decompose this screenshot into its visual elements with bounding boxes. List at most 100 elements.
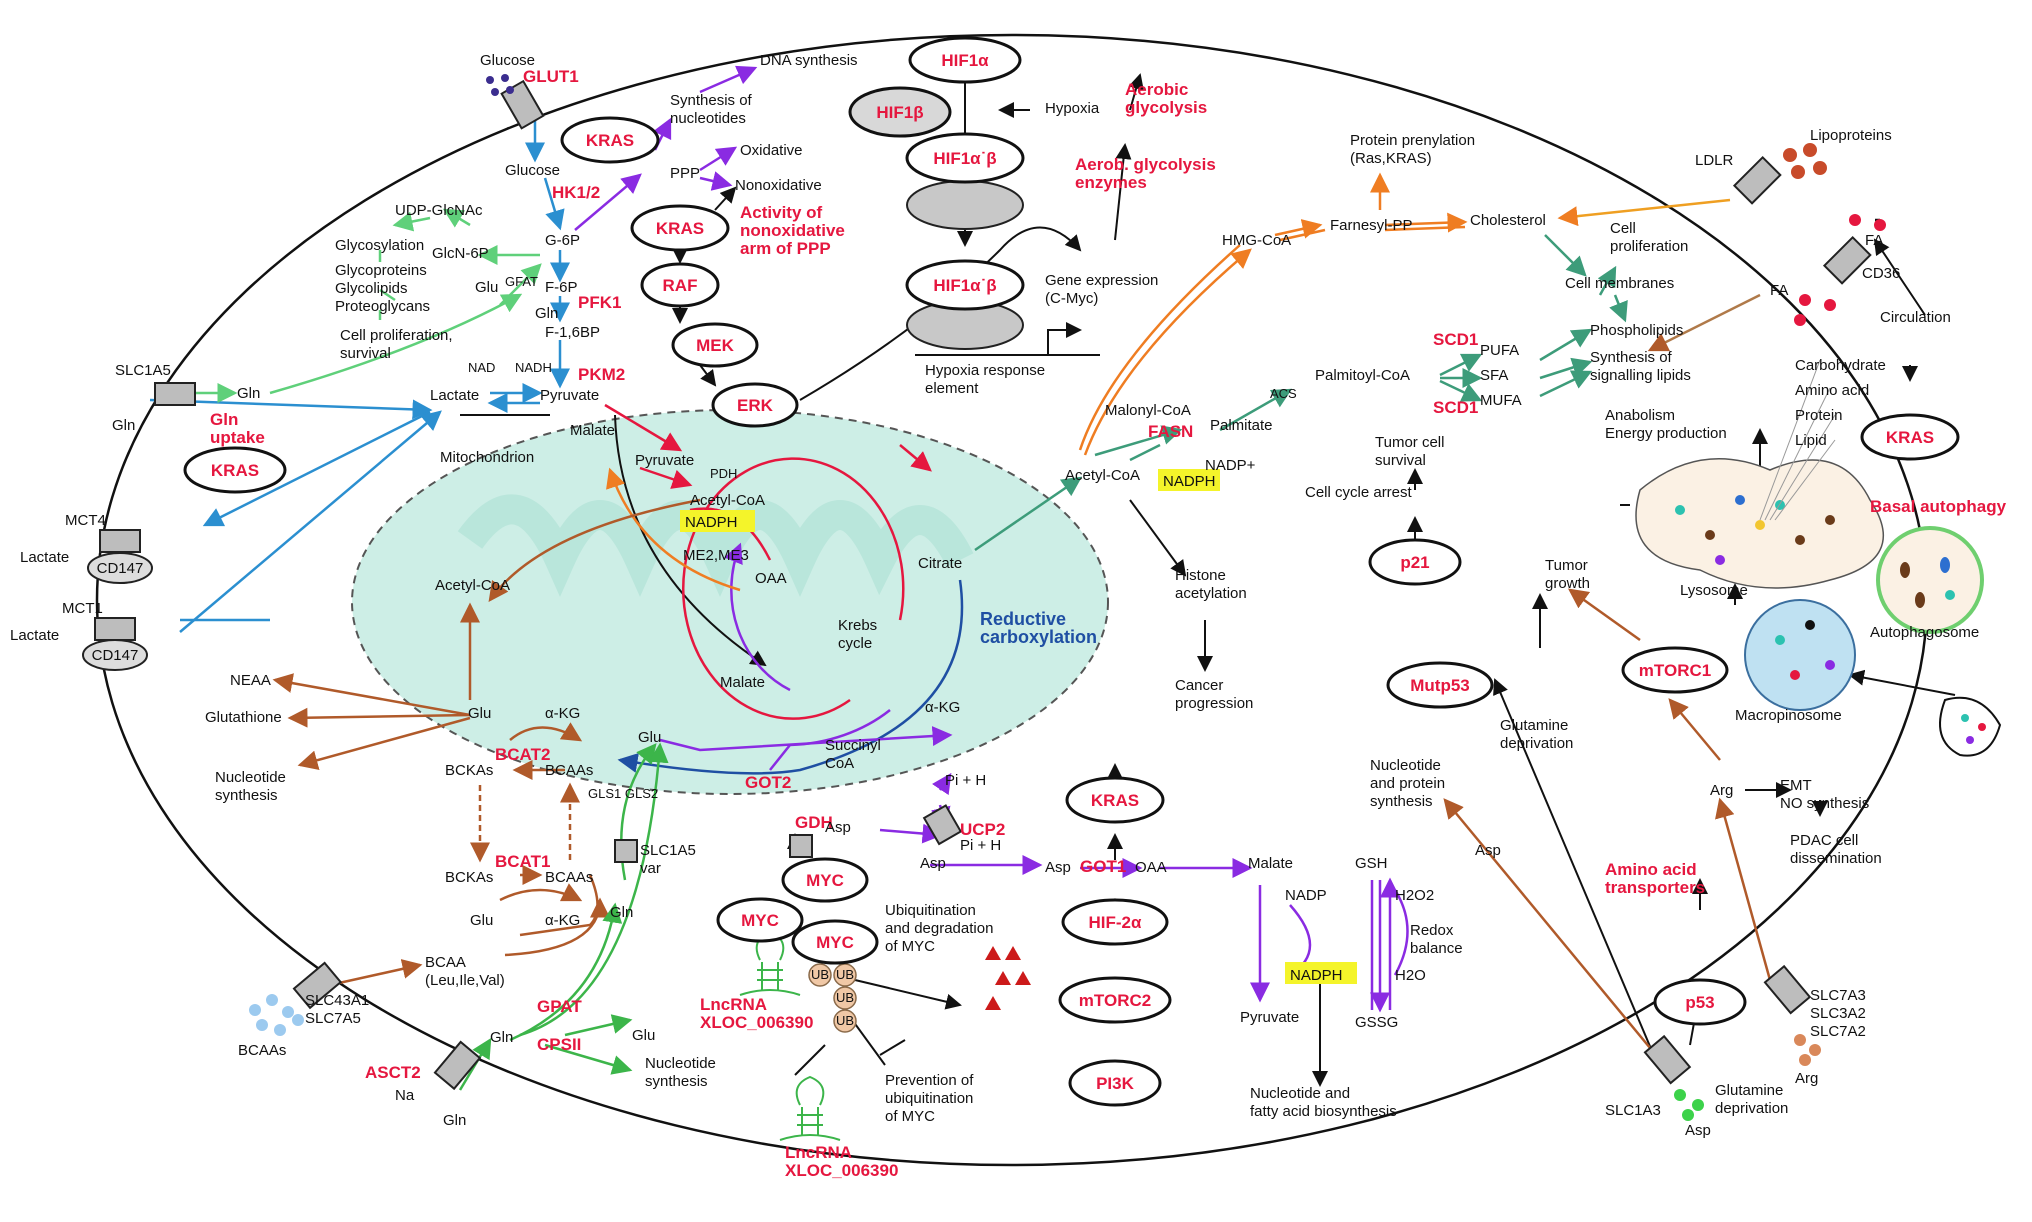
nadph-highlight-fasn	[1158, 469, 1220, 491]
gln-out1-label: Gln	[112, 417, 135, 434]
acetyl-coa-mito-label: Acetyl-CoA	[690, 492, 765, 509]
hif1a-label: HIF1α	[941, 51, 989, 70]
protein-prenylation-label: Protein prenylation(Ras,KRAS)	[1350, 132, 1475, 167]
glu-low-label: Glu	[470, 912, 493, 929]
lactate-out2-label: Lactate	[10, 627, 59, 644]
pufa-label: PUFA	[1480, 342, 1519, 359]
hif1a-node	[908, 36, 1022, 84]
lysosome-pointer-lines	[1759, 359, 1836, 521]
glu-gfat-label: Glu	[475, 279, 498, 296]
amino-acid-label: Amino acid	[1795, 382, 1869, 399]
pyruvate-mito-label: Pyruvate	[635, 452, 694, 469]
p53-node	[1653, 978, 1747, 1026]
bcat2-label: BCAT2	[495, 745, 550, 764]
palmitate-label: Palmitate	[1210, 417, 1273, 434]
myc3-node	[791, 919, 879, 965]
arg-particles	[1794, 1034, 1821, 1066]
asct2-transporter	[433, 1040, 482, 1091]
gene-expression-label: Gene expression(C-Myc)	[1045, 272, 1158, 307]
mek-label: MEK	[696, 336, 735, 355]
bckas2-label: BCKAs	[445, 869, 493, 886]
nadph-highlight-cyto	[1285, 962, 1357, 984]
hif1ab-1-label: HIF1α˙β	[933, 149, 996, 168]
pi3k-node	[1068, 1059, 1162, 1107]
glutathione-label: Glutathione	[205, 709, 282, 726]
pyruvate-cyto-label: Pyruvate	[1240, 1009, 1299, 1026]
glycolysis-arrows	[149, 110, 570, 633]
bcaa-arrows	[272, 602, 610, 987]
lncrna-hairpin-icon-2	[779, 1075, 841, 1141]
fasn-label: FASN	[1148, 422, 1193, 441]
kras5-node	[1860, 413, 1960, 461]
raf-label: RAF	[663, 276, 698, 295]
malonyl-coa-label: Malonyl-CoA	[1105, 402, 1191, 419]
hif1ab-2-node	[905, 259, 1025, 311]
lysosome-contents	[1675, 495, 1835, 565]
circulation-label: Circulation	[1880, 309, 1951, 326]
me23-label: ME2,ME3	[683, 547, 749, 564]
redox-arrows	[1250, 877, 1409, 1013]
oaa-cyto-label: OAA	[1135, 859, 1167, 876]
f6p-label: F-6P	[545, 279, 578, 296]
mtorc2-node	[1058, 976, 1172, 1024]
ub-label: UB	[836, 990, 854, 1005]
raf-node	[640, 262, 720, 308]
acetyl-coa-cyto-label: Acetyl-CoA	[1065, 467, 1140, 484]
scd1a-label: SCD1	[1433, 330, 1478, 349]
got2-label: GOT2	[745, 773, 791, 792]
ub-labels: UB UB UB UB	[811, 967, 854, 1028]
cell-membranes-label: Cell membranes	[1565, 275, 1674, 292]
gpat-label: GPAT	[537, 997, 582, 1016]
kras3-label: KRAS	[211, 461, 259, 480]
asp-mito-label: Asp	[825, 819, 851, 836]
kras1-label: KRAS	[586, 131, 634, 150]
nad-label: NAD	[468, 360, 495, 375]
mct1-label: MCT1	[62, 600, 103, 617]
bcaas2-label: BCAAs	[545, 869, 593, 886]
slc1a5var-transporter	[614, 839, 638, 863]
nadh-label: NADH	[515, 360, 552, 375]
lactate-out1-label: Lactate	[20, 549, 69, 566]
text-labels: GlucoseBCAAsLipoproteinsFACirculationLac…	[10, 52, 2007, 1180]
asp-got1-label: Asp	[1045, 859, 1071, 876]
slc7a3-transporter	[1763, 964, 1812, 1015]
lipid-label: Lipid	[1795, 432, 1827, 449]
myc2-node	[716, 897, 804, 943]
malate-top-label: Malate	[570, 422, 615, 439]
bckas1-label: BCKAs	[445, 762, 493, 779]
erk-label: ERK	[737, 396, 774, 415]
myc-degradation-triangles	[985, 946, 1031, 1010]
udp-glcnac-label: UDP-GlcNAc	[395, 202, 483, 219]
kras5-label: KRAS	[1886, 428, 1934, 447]
hif1ab-1-node	[905, 132, 1025, 184]
macropinosome	[1744, 599, 1856, 711]
p21-node	[1368, 538, 1462, 586]
gln-low2-label: Gln	[610, 904, 633, 921]
gln-out2-label: Gln	[443, 1112, 466, 1129]
gln-in-label: Gln	[237, 385, 260, 402]
gsh-label: GSH	[1355, 855, 1388, 872]
acs-label: ACS	[1270, 386, 1297, 401]
ppp-label: PPP	[670, 165, 700, 182]
fa-in-label: FA	[1770, 282, 1788, 299]
ucp2-transporter	[922, 804, 963, 846]
transporter-boxes	[94, 79, 1872, 1091]
macropinosome-contents	[1775, 620, 1835, 680]
mct4-label: MCT4	[65, 512, 106, 529]
hif1b-label: HIF1β	[876, 103, 923, 122]
bcaas1-label: BCAAs	[545, 762, 593, 779]
glucose-in-label: Glucose	[505, 162, 560, 179]
